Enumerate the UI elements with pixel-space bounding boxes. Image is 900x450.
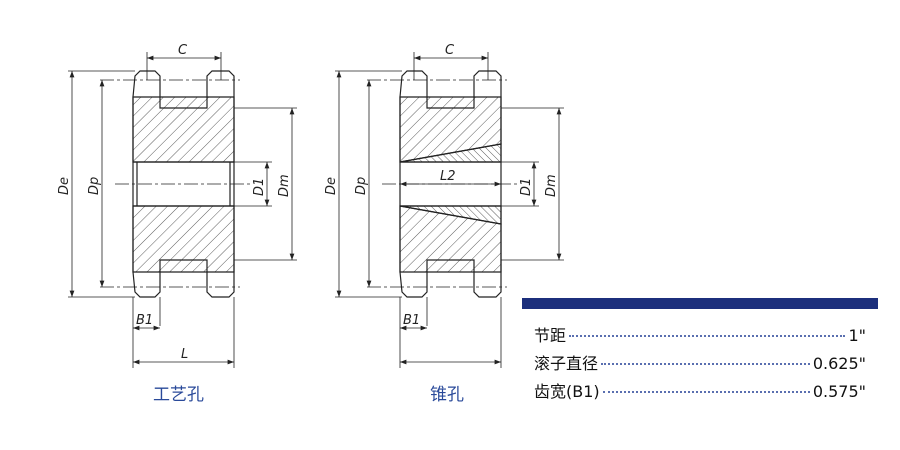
label-d1: D1 <box>519 178 534 196</box>
label-l2: L2 <box>440 169 456 184</box>
label-dp: Dp <box>354 177 369 195</box>
label-b1: B1 <box>403 313 420 328</box>
label-dm: Dm <box>277 174 292 197</box>
label-dm: Dm <box>544 174 559 197</box>
spec-header-bar <box>522 298 878 309</box>
label-c: C <box>445 43 455 58</box>
labels-process-hole: C De Dp D1 Dm B1 L <box>57 43 292 362</box>
spec-label: 齿宽(B1) <box>534 382 600 401</box>
label-b1: B1 <box>136 313 153 328</box>
labels-taper-bore: C De Dp D1 Dm L2 B1 <box>324 43 559 328</box>
caption-taper-bore: 锥孔 <box>430 385 464 405</box>
spec-value: 0.575" <box>812 382 866 401</box>
spec-label: 滚子直径 <box>534 354 599 373</box>
label-l: L <box>181 347 188 362</box>
caption-process-hole: 工艺孔 <box>153 385 204 405</box>
sprocket-taper-bore <box>335 52 564 368</box>
label-c: C <box>178 43 188 58</box>
label-de: De <box>324 177 339 195</box>
label-de: De <box>57 177 72 195</box>
sprocket-process-hole <box>68 52 297 368</box>
label-d1: D1 <box>252 178 267 196</box>
label-dp: Dp <box>87 177 102 195</box>
spec-value: 0.625" <box>812 354 866 373</box>
spec-row-pitch: 节距 1" <box>534 322 866 346</box>
spec-value: 1" <box>848 326 866 345</box>
spec-row-roller-diameter: 滚子直径 0.625" <box>534 350 866 374</box>
spec-row-tooth-width: 齿宽(B1) 0.575" <box>534 378 866 402</box>
spec-label: 节距 <box>534 326 567 345</box>
